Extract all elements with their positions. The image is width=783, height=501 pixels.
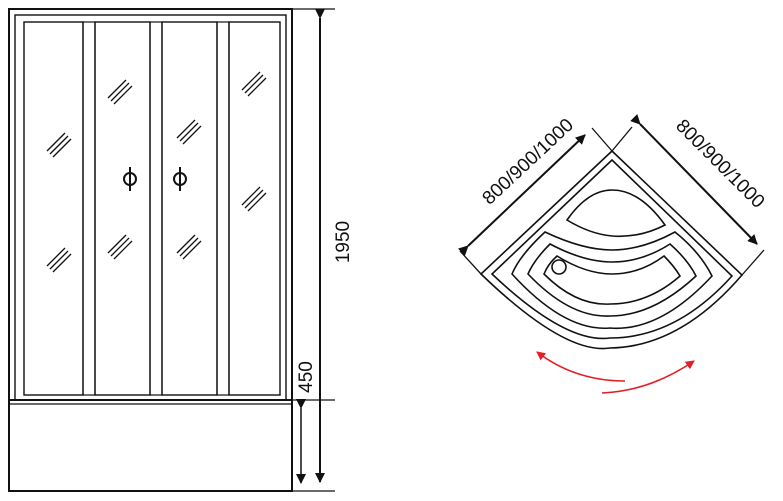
left-side-dimension-line — [458, 134, 586, 256]
plan-dimensions — [458, 114, 765, 276]
slide-arrow-right — [601, 360, 695, 394]
door-handle-right — [173, 167, 187, 191]
door-handle-left — [123, 167, 137, 191]
tray-outline-outer — [479, 149, 744, 350]
slide-arrow-left — [536, 351, 626, 382]
basin-contour-outer — [511, 231, 713, 330]
glass-panel-left — [23, 21, 84, 396]
front-view — [8, 8, 293, 492]
right-side-dimension-label: 800/900/1000 — [671, 116, 768, 213]
tray-height-dimension-label: 450 — [296, 361, 317, 393]
door-slide-arrows — [536, 351, 695, 394]
front-dimensions — [292, 8, 335, 492]
mullion — [149, 21, 163, 396]
cabin-outer-frame — [8, 8, 293, 492]
basin-contour-inner — [543, 254, 682, 305]
basin-contour-middle — [527, 242, 697, 317]
mullion — [216, 21, 230, 396]
right-side-dimension-line — [630, 114, 758, 245]
glass-panel-door-right — [161, 21, 218, 396]
glass-panel-door-left — [94, 21, 151, 396]
left-side-dimension-label: 800/900/1000 — [479, 115, 578, 210]
tray-outline-inner — [490, 158, 734, 340]
drain — [551, 259, 567, 275]
glass-reflection-marks — [46, 71, 267, 273]
height-dimension-label: 1950 — [333, 221, 354, 263]
mullion — [82, 21, 96, 396]
